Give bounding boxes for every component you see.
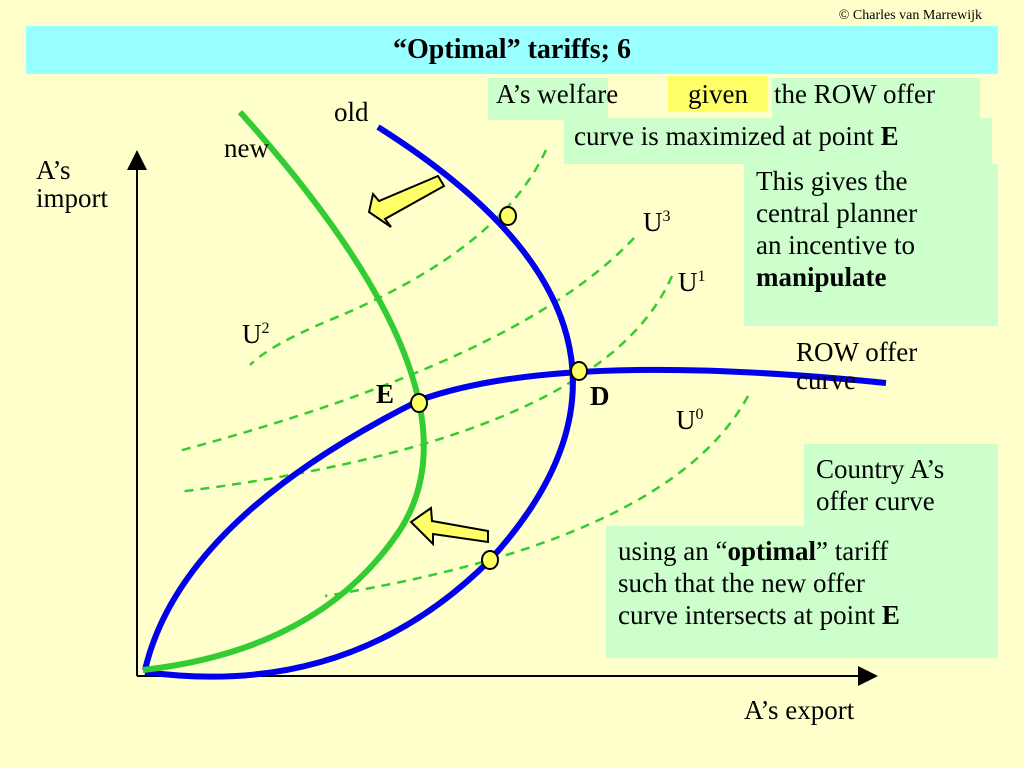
using-line3: curve intersects at point E <box>618 599 900 630</box>
point-d-marker <box>570 361 588 381</box>
u1-label: U1 <box>678 267 706 297</box>
u3-label: U3 <box>643 207 671 237</box>
planner-line4: manipulate <box>756 261 887 292</box>
slide-title: “Optimal” tariffs; 6 <box>393 34 631 65</box>
y-axis-label-line1: A’s <box>36 155 71 185</box>
welfare-text-part3: curve is maximized at point E <box>574 121 899 151</box>
welfare-box-right <box>772 78 980 120</box>
old-offer-curve-a <box>144 124 576 680</box>
indifference-curve-u0 <box>324 395 750 598</box>
point-lower-marker <box>481 550 499 570</box>
indifference-curve-u2 <box>174 237 635 454</box>
x-axis-label: A’s export <box>744 695 855 725</box>
row-curve-label: ROW offer curve <box>796 338 917 395</box>
given-highlight: given <box>668 76 768 112</box>
planner-note-box: This gives the central planner an incent… <box>744 164 998 326</box>
country-offer-box: Country A’s offer curve <box>804 444 998 526</box>
u0-label: U0 <box>676 405 704 435</box>
welfare-box-bottom <box>564 118 992 164</box>
slide-title-bar: “Optimal” tariffs; 6 <box>26 26 998 74</box>
planner-line3: an incentive to <box>756 229 915 260</box>
using-line2: such that the new offer <box>618 567 865 598</box>
new-offer-curve-a <box>142 109 427 673</box>
old-curve-label: old <box>334 97 369 127</box>
y-axis-label: A’s import <box>36 156 108 213</box>
point-e-label: E <box>376 379 395 409</box>
u2-label: U2 <box>242 319 270 349</box>
welfare-box-left <box>488 78 608 120</box>
country-line2: offer curve <box>816 485 935 516</box>
planner-line1: This gives the <box>756 166 908 196</box>
point-upper-marker <box>499 206 517 226</box>
row-curve-label-line1: ROW offer <box>796 337 918 367</box>
planner-line2: central planner <box>756 197 918 228</box>
welfare-text-part2: the ROW offer <box>774 79 935 109</box>
shift-arrow-upper <box>367 174 446 228</box>
country-line1: Country A’s <box>816 454 945 484</box>
new-curve-label: new <box>224 133 269 163</box>
indifference-curve-u1 <box>177 275 674 494</box>
point-e-marker <box>410 393 428 413</box>
shift-arrow-lower <box>409 506 489 547</box>
y-axis-label-line2: import <box>36 183 108 214</box>
welfare-text-part1: A’s welfare <box>496 79 619 109</box>
copyright-notice: © Charles van Marrewijk <box>838 8 982 23</box>
using-line1: using an “optimal” tariff <box>618 536 889 566</box>
row-curve-label-line2: curve <box>796 365 856 396</box>
optimal-tariff-box: using an “optimal” tariff such that the … <box>606 526 998 658</box>
point-d-label: D <box>590 381 610 411</box>
